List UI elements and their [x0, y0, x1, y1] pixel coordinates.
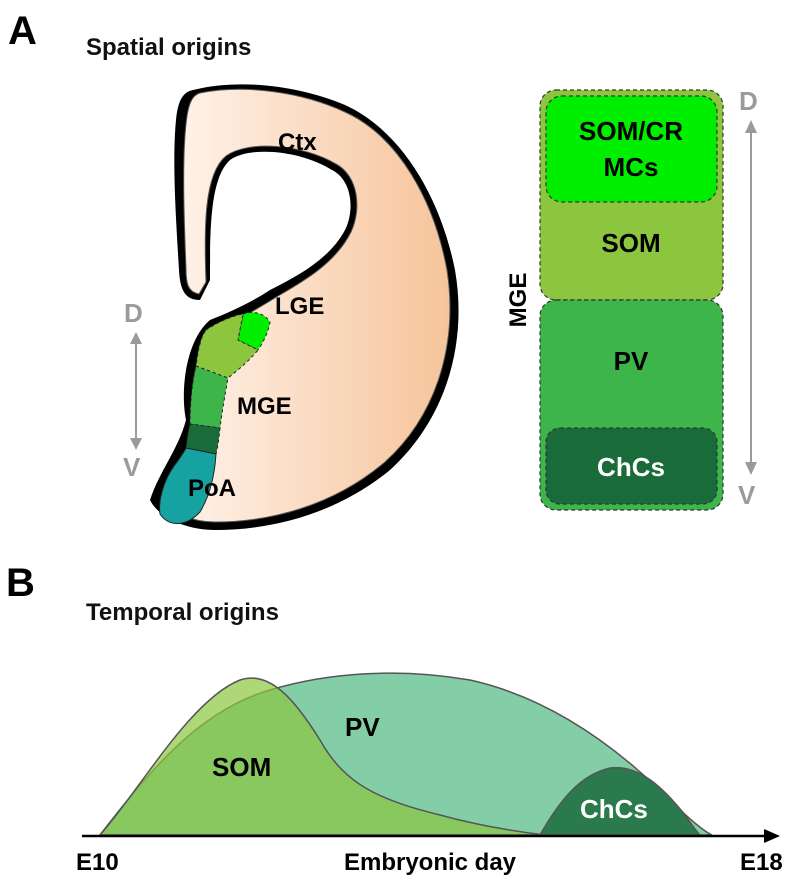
mge-axis-dorsal: D [739, 86, 758, 116]
brain-section: Ctx LGE MGE PoA [150, 84, 459, 531]
mge-zone-chcs [545, 427, 718, 505]
mge-side-label: MGE [505, 273, 532, 328]
mge-block: SOM/CR MCs SOM PV ChCs MGE [505, 89, 724, 511]
mge-axis-arrow-up [745, 120, 757, 133]
mge-zone-chcs-label: ChCs [597, 452, 665, 482]
mge-zone-som-label: SOM [601, 228, 660, 258]
curve-label-som: SOM [212, 752, 271, 782]
zone-som [195, 313, 259, 379]
time-axis: E10 Embryonic day E18 [76, 829, 783, 876]
panel-b-letter: B [6, 561, 35, 605]
time-axis-start: E10 [76, 849, 119, 876]
label-ctx: Ctx [278, 129, 317, 156]
brain-axis-arrow-up [130, 332, 142, 344]
time-axis-label: Embryonic day [344, 849, 517, 876]
zone-som-cr [237, 311, 271, 351]
mge-zone-som-cr [545, 95, 718, 203]
panel-a-letter: A [8, 9, 37, 53]
curve-label-chcs: ChCs [580, 794, 648, 824]
mge-zone-pv-label: PV [614, 346, 649, 376]
panel-b-title: Temporal origins [86, 599, 279, 626]
temporal-curves: SOM PV ChCs [98, 672, 713, 836]
brain-axis-dorsal: D [124, 298, 143, 328]
brain-dv-axis: D V [123, 298, 143, 482]
label-poa: PoA [188, 475, 236, 502]
label-mge: MGE [237, 393, 292, 420]
zone-poa [159, 447, 217, 524]
mge-dv-axis: D V [738, 86, 758, 510]
label-lge: LGE [275, 293, 324, 320]
time-axis-end: E18 [740, 849, 783, 876]
mge-zone-som-cr-line1: SOM/CR [579, 116, 683, 146]
brain-axis-ventral: V [123, 452, 141, 482]
mge-zone-som-cr-line2: MCs [604, 152, 659, 182]
curve-som [98, 677, 546, 836]
brain-axis-arrow-down [130, 438, 142, 450]
curve-label-pv: PV [345, 712, 380, 742]
time-axis-arrowhead [764, 829, 780, 843]
curve-chcs [538, 766, 702, 836]
panel-a-title: Spatial origins [86, 34, 251, 61]
mge-axis-ventral: V [738, 480, 756, 510]
mge-axis-arrow-down [745, 462, 757, 475]
